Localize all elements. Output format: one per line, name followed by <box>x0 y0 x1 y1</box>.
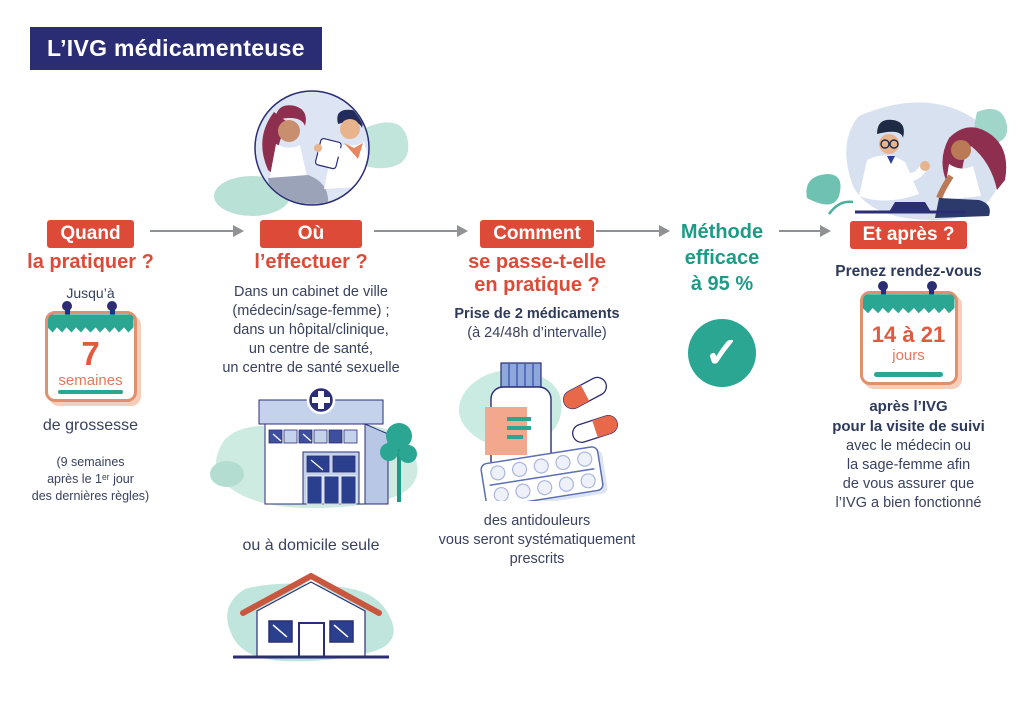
flow-arrow <box>596 225 670 237</box>
calendar-strip <box>47 314 134 333</box>
step-ou: Où l’effectuer ? Dans un cabinet de vill… <box>200 220 422 668</box>
medication-icon <box>458 362 618 511</box>
step-ou-alt: ou à domicile seule <box>242 537 380 555</box>
flow-arrow <box>150 225 244 237</box>
step-quand-note: (9 semaines après le 1ᵉʳ jour des derniè… <box>31 455 150 504</box>
calendar-bar <box>873 372 944 378</box>
step-apres-lead: Prenez rendez-vous <box>835 262 982 280</box>
calendar-unit: semaines <box>58 371 123 389</box>
calendar-strip <box>862 294 955 314</box>
step-comment-detail: (à 24/48h d’intervalle) <box>467 324 607 341</box>
consultation-illustration <box>212 84 412 281</box>
step-apres: Et après ? Prenez rendez-vous 14 à 21 jo… <box>806 221 1011 513</box>
capsule-icon <box>562 376 608 410</box>
calendar-number: 7 <box>81 334 100 372</box>
page-title: L’IVG médicamenteuse <box>30 27 322 70</box>
step-comment-highlight: Prise de 2 médicaments <box>454 305 620 322</box>
calendar-pin-icon <box>878 281 889 303</box>
followup-illustration <box>799 94 1015 231</box>
calendar-pin-icon <box>62 301 73 323</box>
step-quand-caption: de grossesse <box>42 417 139 435</box>
calendar-14-21-icon: 14 à 21 jours <box>859 281 958 386</box>
blister-pack-icon <box>480 446 608 511</box>
step-methode-text: Méthode efficace à 95 % <box>680 221 764 295</box>
calendar-bar <box>57 389 124 395</box>
flow-arrow <box>374 225 468 237</box>
capsule-icon <box>572 415 618 444</box>
home-icon <box>227 572 394 661</box>
calendar-unit: jours <box>892 347 925 365</box>
consultation-circle-icon <box>214 90 409 281</box>
step-quand-question: la pratiquer ? <box>27 250 154 273</box>
step-quand-lead: Jusqu’à <box>66 284 115 301</box>
step-quand-badge: Quand <box>47 220 134 248</box>
check-glyph: ✓ <box>704 329 740 376</box>
calendar-pin-icon <box>107 301 118 323</box>
doctor-patient-icon <box>806 102 1008 221</box>
step-apres-body: avec le médecin ou la sage-femme afin de… <box>835 437 982 512</box>
calendar-number: 14 à 21 <box>871 322 946 348</box>
step-ou-badge: Où <box>259 220 363 248</box>
clinic-building-icon <box>210 386 418 509</box>
step-methode: Méthode efficace à 95 % ✓ <box>658 219 786 387</box>
calendar-pin-icon <box>926 281 937 303</box>
step-ou-body: Dans un cabinet de ville (médecin/sage-f… <box>222 283 400 377</box>
step-apres-badge: Et après ? <box>849 221 968 249</box>
step-apres-bold2: pour la visite de suivi <box>832 418 985 436</box>
step-quand: Quand la pratiquer ? Jusqu’à 7 semaines … <box>8 220 173 505</box>
step-ou-question: l’effectuer ? <box>254 250 368 273</box>
step-apres-bold1: après l’IVG <box>869 398 948 416</box>
step-comment-badge: Comment <box>480 220 594 248</box>
check-icon: ✓ <box>688 319 756 387</box>
flow-arrow <box>779 225 831 237</box>
calendar-7-weeks-icon: 7 semaines <box>44 301 137 403</box>
step-comment: Comment se passe-t-elle en pratique ? Pr… <box>428 220 646 569</box>
step-comment-question: se passe-t-elle en pratique ? <box>468 250 606 296</box>
step-comment-caption: des antidouleurs vous seront systématiqu… <box>438 513 636 568</box>
